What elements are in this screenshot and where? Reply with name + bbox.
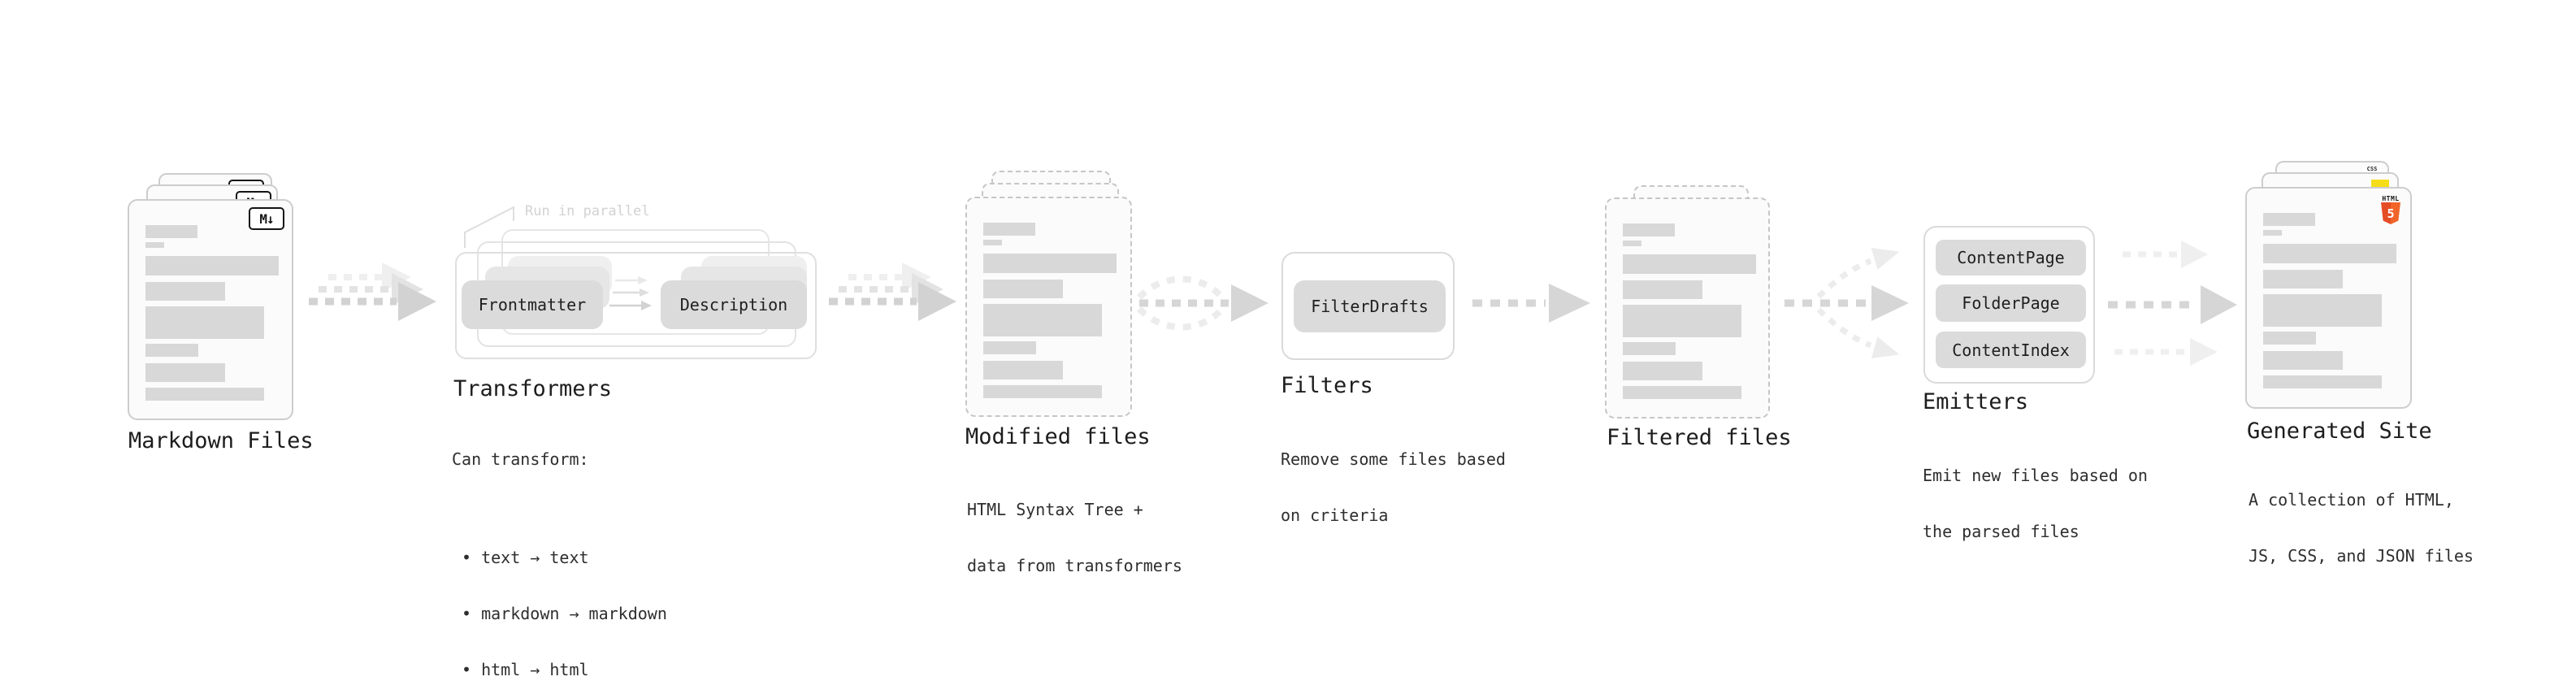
desc-line: Remove some files based: [1281, 449, 1506, 469]
transformer-bullet: • markdown → markdown: [462, 604, 667, 623]
emitters-panel: ContentPage FolderPage ContentIndex: [1923, 226, 2095, 384]
markdown-doc-front: M↓: [128, 199, 293, 420]
stage-label-transformers: Transformers: [453, 376, 613, 401]
transformer-bullet: • html → html: [462, 660, 589, 679]
arrow-modified-to-filters: [1137, 275, 1268, 331]
arrow-filters-to-filtered: [1472, 284, 1590, 323]
stage-label-modified-files: Modified files: [965, 424, 1151, 449]
transformers-description: Can transform: • text → text • markdown …: [452, 413, 667, 681]
stage-label-markdown-files: Markdown Files: [128, 428, 314, 453]
arrow-transformers-to-modified: [829, 262, 956, 321]
desc-line: JS, CSS, and JSON files: [2249, 546, 2474, 566]
filtered-doc-front: [1605, 197, 1770, 419]
transformer-layer-front: [455, 252, 817, 359]
modified-files-description: HTML Syntax Tree + data from transformer…: [967, 463, 1182, 613]
arrow-markdown-to-transformers: [309, 262, 436, 321]
arrow-filtered-to-emitters: [1785, 247, 1909, 359]
desc-line: Emit new files based on: [1923, 466, 2148, 485]
desc-line: data from transformers: [967, 556, 1182, 575]
contentindex-pill: ContentIndex: [1936, 332, 2086, 368]
desc-line: on criteria: [1281, 505, 1389, 525]
stage-label-filtered-files: Filtered files: [1607, 425, 1792, 450]
stage-label-filters: Filters: [1281, 373, 1373, 398]
folderpage-pill: FolderPage: [1936, 284, 2086, 322]
contentpage-pill: ContentPage: [1936, 240, 2086, 275]
description-pill: Description: [661, 280, 807, 329]
transformer-bullet: • text → text: [462, 548, 589, 567]
generated-doc-html: HTML 5: [2245, 187, 2412, 409]
run-in-parallel-annotation: Run in parallel: [525, 203, 650, 219]
desc-line: the parsed files: [1923, 522, 2079, 541]
desc-line: HTML Syntax Tree +: [967, 500, 1143, 519]
filters-panel: FilterDrafts: [1281, 252, 1455, 360]
html5-icon: HTML 5: [2380, 195, 2401, 224]
generated-site-description: A collection of HTML, JS, CSS, and JSON …: [2249, 453, 2474, 603]
html5-icon-word: HTML: [2382, 195, 2400, 202]
transformers-desc-heading: Can transform:: [452, 449, 589, 469]
frontmatter-pill: Frontmatter: [462, 280, 603, 329]
markdown-icon: M↓: [249, 207, 284, 230]
html5-icon-shield: 5: [2381, 202, 2400, 224]
emitters-description: Emit new files based on the parsed files: [1923, 429, 2148, 579]
stage-label-generated-site: Generated Site: [2247, 419, 2432, 444]
stage-label-emitters: Emitters: [1923, 389, 2029, 414]
filters-description: Remove some files based on criteria: [1281, 413, 1506, 562]
desc-line: A collection of HTML,: [2249, 490, 2454, 510]
modified-doc-front: [965, 197, 1132, 417]
arrow-emitters-to-generated: [2108, 241, 2237, 366]
filterdrafts-pill: FilterDrafts: [1294, 280, 1446, 332]
